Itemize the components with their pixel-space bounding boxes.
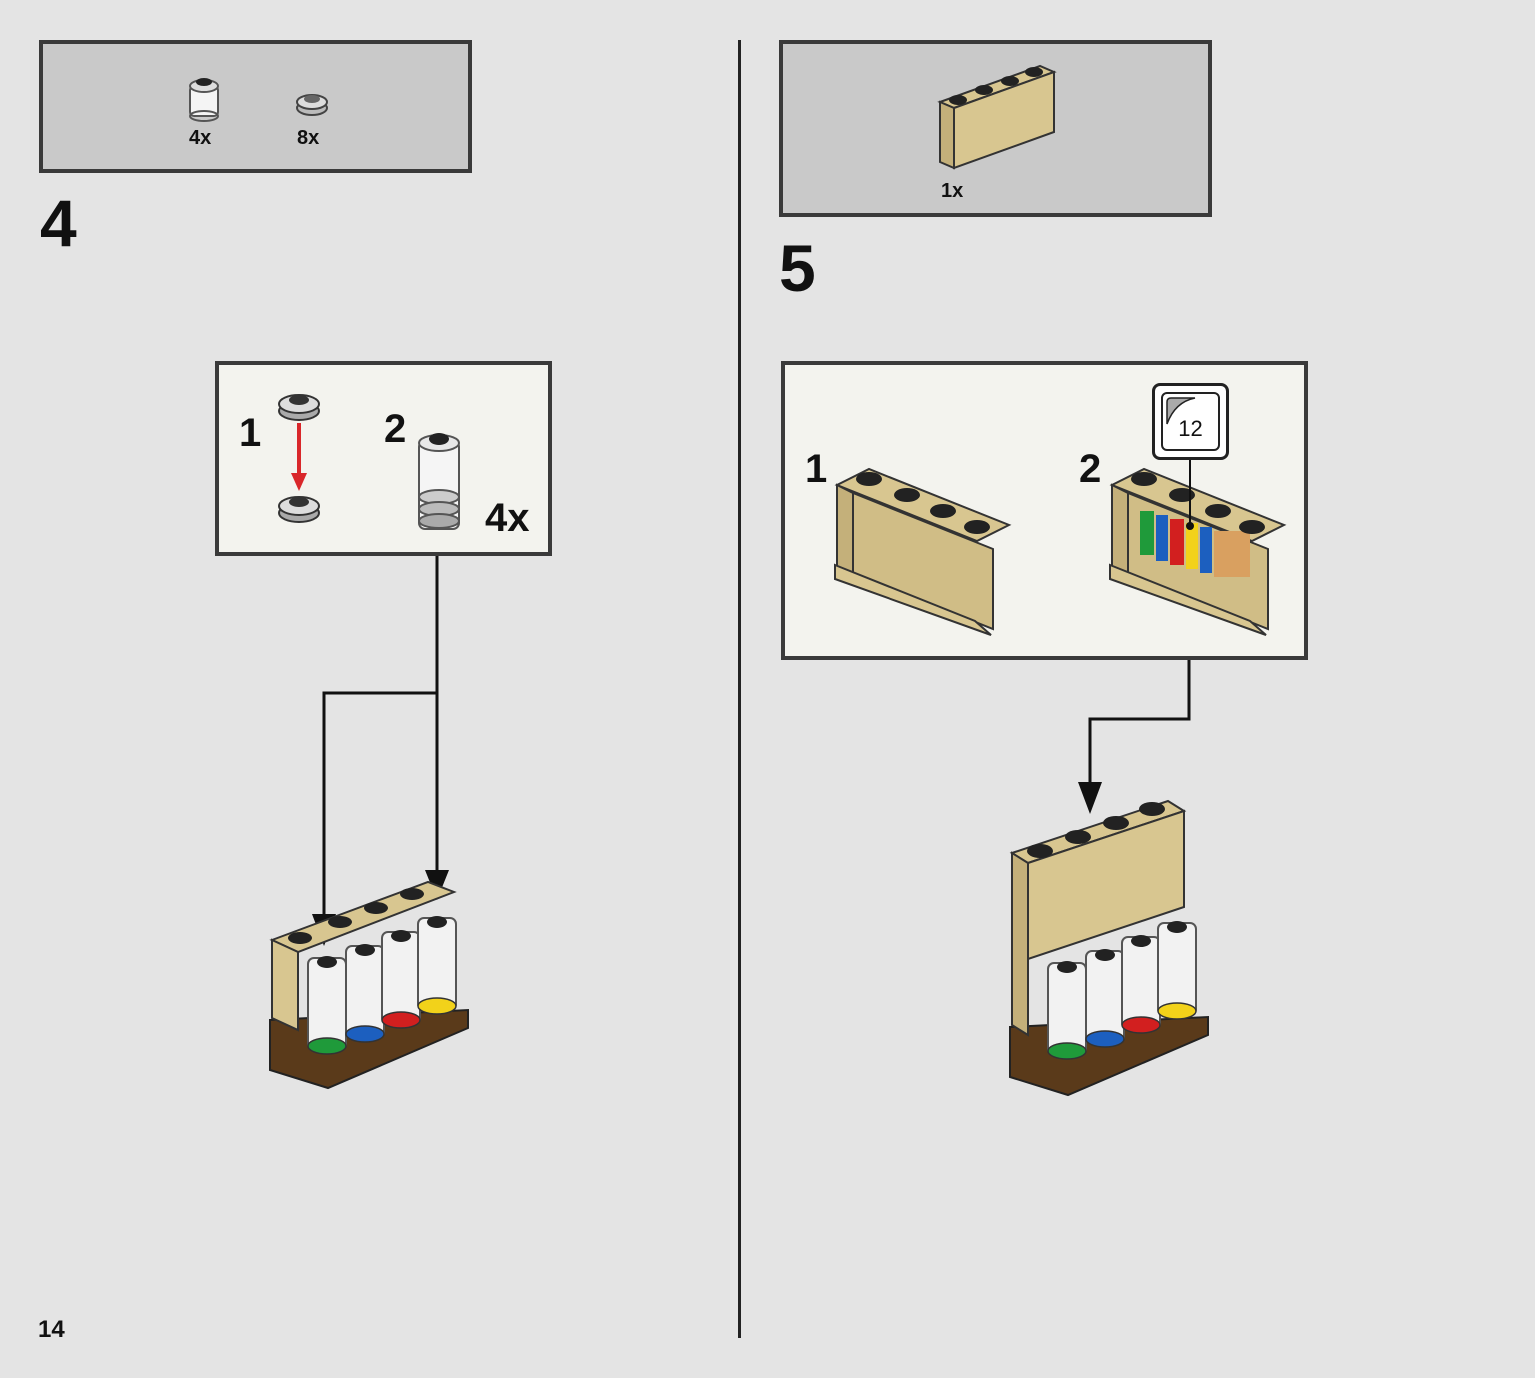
tan-panel-with-sticker-icon — [1109, 467, 1287, 636]
step5-parts-callout: 1x — [779, 40, 1212, 217]
tan-panel-icon — [937, 64, 1057, 170]
sub-step-2: 2 — [384, 407, 407, 451]
step4-model-icon — [269, 880, 469, 1090]
part-qty: 1x — [941, 180, 964, 202]
trans-clear-round-brick-icon — [189, 78, 219, 122]
sticker-icon — [1161, 392, 1220, 451]
page-number: 14 — [38, 1316, 65, 1343]
light-gray-round-plate-icon — [296, 94, 328, 116]
tan-panel-icon — [834, 467, 1012, 636]
part-qty: 4x — [189, 127, 212, 149]
sub-step-1: 1 — [805, 447, 828, 491]
sticker-callout: 12 — [1152, 383, 1229, 460]
step4-subassembly-callout: 1 2 4x — [215, 361, 552, 556]
round-brick-stack-icon — [418, 433, 460, 530]
sub-step-2: 2 — [1079, 447, 1102, 491]
step-number-5: 5 — [779, 231, 816, 305]
step-number-4: 4 — [40, 186, 77, 260]
sticker-number: 12 — [1178, 416, 1203, 441]
step5-model-icon — [1009, 799, 1209, 1097]
page-divider — [738, 40, 741, 1338]
step4-parts-callout: 4x 8x — [39, 40, 472, 173]
plate-stack-icon — [278, 394, 320, 523]
sub-step-1: 1 — [239, 411, 262, 455]
part-qty: 8x — [297, 127, 320, 149]
sub-multiplier: 4x — [485, 496, 530, 540]
